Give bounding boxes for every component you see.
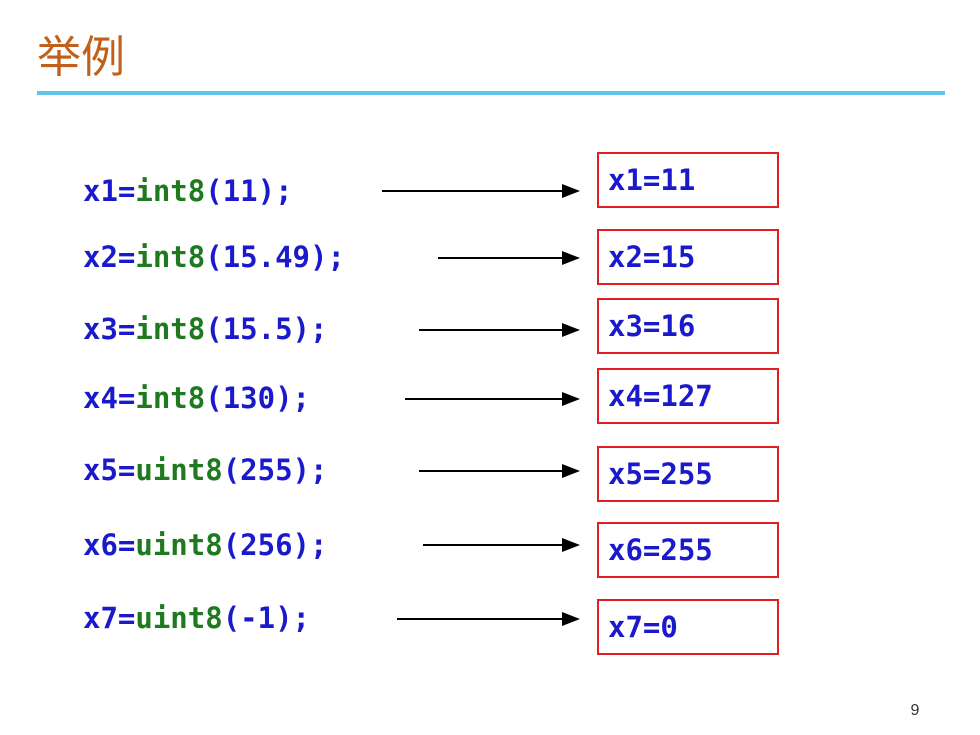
arrow-icon <box>405 392 580 406</box>
result-box: x7=0 <box>597 599 779 655</box>
code-statement: x7=uint8(-1); <box>83 601 311 635</box>
result-box: x5=255 <box>597 446 779 502</box>
result-box: x3=16 <box>597 298 779 354</box>
arrow-icon <box>382 184 580 198</box>
result-value: x3=16 <box>608 309 696 343</box>
result-value: x6=255 <box>608 533 713 567</box>
result-box: x6=255 <box>597 522 779 578</box>
result-value: x2=15 <box>608 240 696 274</box>
result-box: x4=127 <box>597 368 779 424</box>
result-box: x1=11 <box>597 152 779 208</box>
example-row-x2: x2=int8(15.49); x2=15 <box>0 229 980 289</box>
result-box: x2=15 <box>597 229 779 285</box>
code-statement: x4=int8(130); <box>83 381 310 415</box>
page-number: 9 <box>910 702 920 719</box>
code-statement: x3=int8(15.5); <box>83 312 328 346</box>
slide-title: 举例 <box>37 32 125 83</box>
example-row-x4: x4=int8(130); x4=127 <box>0 368 980 428</box>
arrow-icon <box>397 612 580 626</box>
example-row-x5: x5=uint8(255); x5=255 <box>0 446 980 506</box>
example-row-x6: x6=uint8(256); x6=255 <box>0 522 980 582</box>
result-value: x7=0 <box>608 610 678 644</box>
example-row-x1: x1=int8(11); x1=11 <box>0 152 980 212</box>
code-statement: x1=int8(11); <box>83 174 293 208</box>
arrow-icon <box>423 538 580 552</box>
arrow-icon <box>419 464 580 478</box>
arrow-icon <box>419 323 580 337</box>
code-statement: x5=uint8(255); <box>83 453 328 487</box>
result-value: x1=11 <box>608 163 696 197</box>
title-underline <box>37 91 945 95</box>
example-row-x3: x3=int8(15.5); x3=16 <box>0 298 980 358</box>
code-statement: x6=uint8(256); <box>83 528 328 562</box>
arrow-icon <box>438 251 580 265</box>
result-value: x4=127 <box>608 379 713 413</box>
result-value: x5=255 <box>608 457 713 491</box>
code-statement: x2=int8(15.49); <box>83 240 345 274</box>
example-row-x7: x7=uint8(-1); x7=0 <box>0 599 980 659</box>
